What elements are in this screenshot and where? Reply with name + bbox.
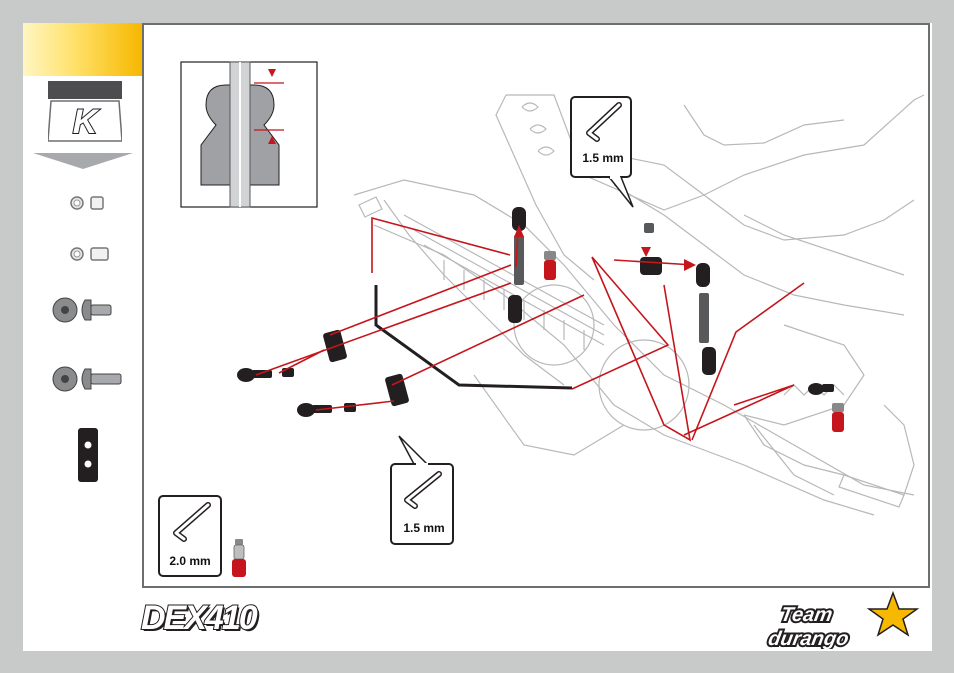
corner-accent — [23, 23, 142, 76]
assembly-frame: 1.5 mm 1.5 mm 2.0 mm — [142, 23, 930, 588]
button-head-long-screw-icon — [43, 359, 133, 399]
tool-size-label: 1.5 mm — [391, 521, 457, 535]
threadlock-bottles — [544, 251, 844, 432]
hex-wrench-1-5-bottom: 1.5 mm — [391, 435, 457, 545]
assembly-lines — [256, 218, 804, 440]
step-badge-top — [48, 81, 122, 99]
down-arrow-icon — [33, 151, 133, 171]
instruction-page: K — [23, 23, 932, 651]
button-head-short-screw-icon — [43, 290, 133, 330]
sway-bar-mount-icon — [43, 426, 133, 486]
product-logo: DEX410 — [141, 599, 256, 638]
svg-text:Team: Team — [779, 604, 834, 626]
threadlock-icon — [231, 539, 247, 579]
svg-text:durango: durango — [767, 628, 851, 649]
washer-and-long-spacer-icon — [43, 234, 133, 274]
parts-column: K — [23, 76, 142, 546]
hex-wrench-1-5-top: 1.5 mm — [571, 95, 635, 181]
tool-size-label: 1.5 mm — [571, 151, 635, 165]
hex-wrench-2-0: 2.0 mm — [158, 495, 222, 577]
step-letter: K — [73, 103, 100, 141]
hardware-parts — [237, 207, 834, 417]
step-badge: K — [48, 81, 122, 151]
team-durango-logo: Team durango — [765, 591, 925, 649]
tool-size-label: 2.0 mm — [158, 554, 222, 568]
cross-section-inset — [181, 62, 317, 207]
assembly-diagram — [144, 25, 928, 586]
small-washer-and-spacer-icon — [43, 183, 133, 223]
